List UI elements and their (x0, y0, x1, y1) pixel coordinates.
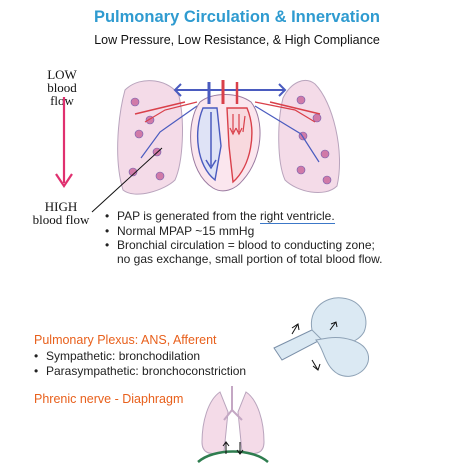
plexus-heading: Pulmonary Plexus: ANS, Afferent (34, 333, 217, 347)
lungs-diaphragm-illustration (197, 386, 269, 463)
fact-mpap: Normal MPAP ~15 mmHg (105, 223, 465, 239)
fact-bronchial-line1: Bronchial circulation = blood to conduct… (117, 238, 375, 252)
page-subtitle: Low Pressure, Low Resistance, & High Com… (94, 33, 380, 47)
fact-bronchial-line2: no gas exchange, small portion of total … (117, 251, 383, 266)
high-flow-label-line2: blood flow (32, 212, 90, 227)
circulation-facts-list: PAP is generated from the right ventricl… (105, 209, 465, 267)
phrenic-heading: Phrenic nerve - Diaphragm (34, 392, 184, 406)
plexus-item-sympathetic: Sympathetic: bronchodilation (34, 349, 294, 364)
high-flow-label: HIGH blood flow (28, 200, 94, 226)
fact-pap-prefix: PAP is generated from the (117, 209, 260, 223)
fact-bronchial: Bronchial circulation = blood to conduct… (105, 238, 465, 266)
lungs-heart-illustration (117, 80, 340, 195)
low-flow-label-line2: blood flow (47, 80, 77, 108)
fact-pap-emphasis: right ventricle. (259, 209, 335, 224)
plexus-list: Sympathetic: bronchodilation Parasympath… (34, 349, 294, 379)
low-flow-label: LOW blood flow (34, 68, 90, 107)
page-title: Pulmonary Circulation & Innervation (93, 8, 381, 26)
plexus-item-parasympathetic: Parasympathetic: bronchoconstriction (34, 364, 294, 379)
fact-pap: PAP is generated from the right ventricl… (105, 209, 465, 224)
pointer-line (91, 147, 163, 213)
high-flow-label-line1: HIGH (44, 199, 78, 214)
low-flow-label-line1: LOW (47, 67, 77, 82)
alveoli-clusters (128, 95, 332, 185)
fact-mpap-text: Normal MPAP ~15 mmHg (117, 223, 255, 238)
down-arrow-icon (55, 97, 73, 188)
